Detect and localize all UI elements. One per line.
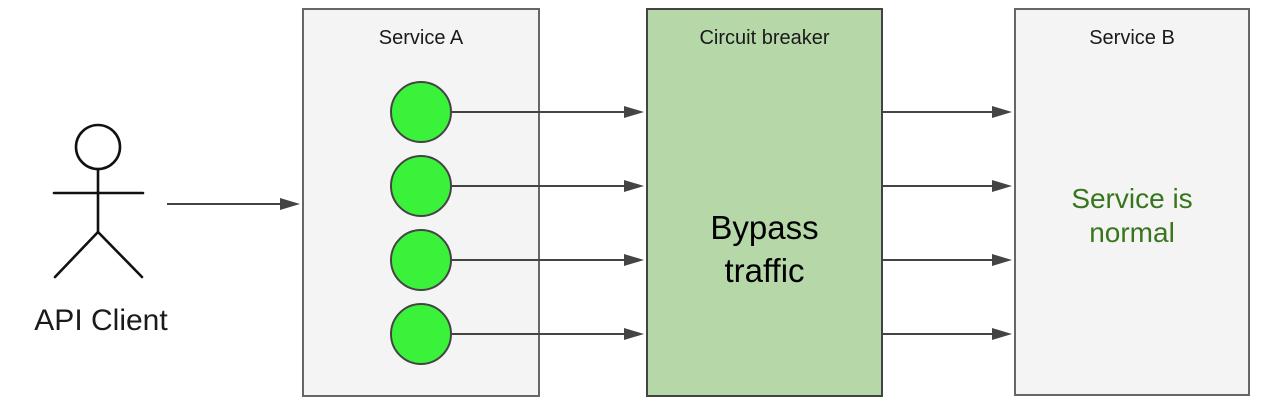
circuit-breaker-box: Circuit breaker Bypass traffic [646, 8, 883, 397]
service-instance-circle [390, 81, 452, 143]
api-client-label: API Client [34, 304, 168, 337]
circuit-breaker-title: Circuit breaker [699, 27, 830, 49]
service-b-status-text: Service is normal [1071, 183, 1193, 248]
service-b-title: Service B [1089, 27, 1175, 49]
arrows-breaker-to-service-b [883, 106, 1012, 340]
service-instance-circle [390, 229, 452, 291]
service-instance-circle [390, 155, 452, 217]
service-a-title: Service A [378, 27, 464, 49]
service-b-box: Service B Service is normal [1014, 8, 1250, 396]
stick-figure-right-leg [96, 230, 144, 279]
stick-figure-left-leg [53, 230, 100, 279]
circuit-breaker-body-text: Bypass traffic [710, 209, 819, 289]
service-instance-circle [390, 303, 452, 365]
stick-figure-icon [52, 123, 145, 279]
stick-figure-head [74, 123, 122, 171]
